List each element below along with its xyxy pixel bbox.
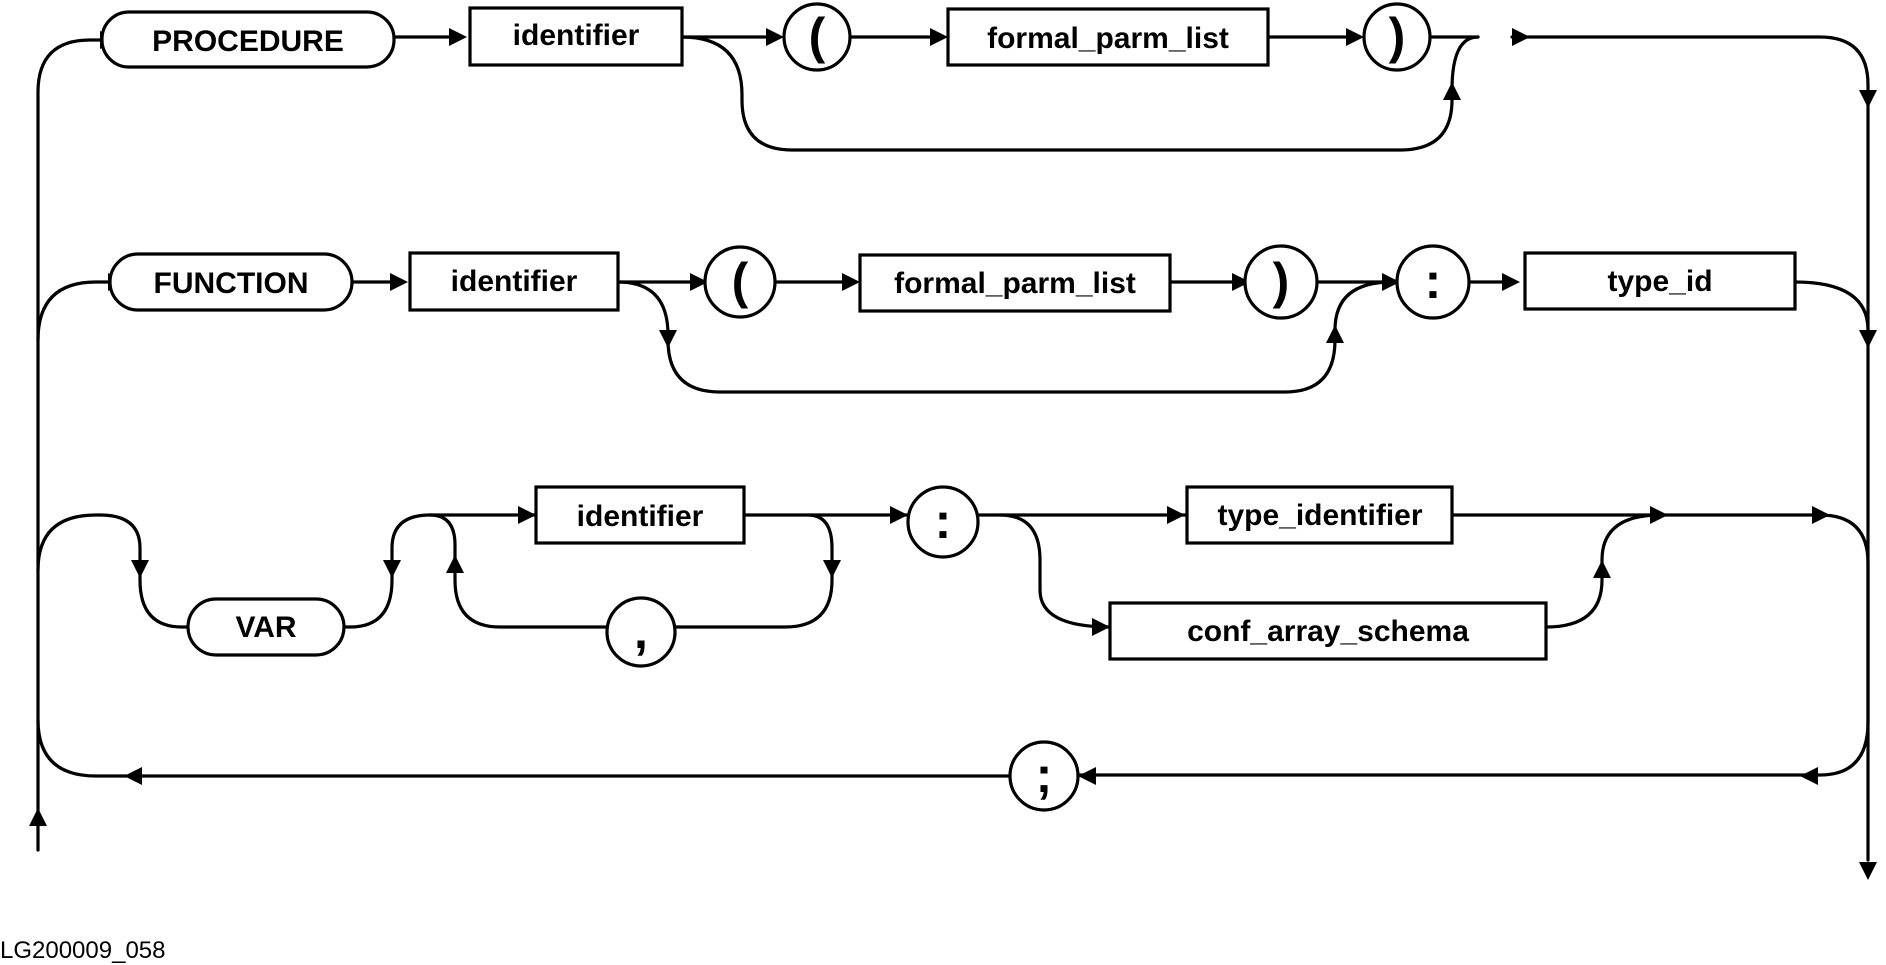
procedure-keyword-label: PROCEDURE bbox=[152, 25, 344, 58]
arrow-right-icon bbox=[842, 273, 860, 291]
function-colon-label: : bbox=[1425, 253, 1442, 309]
function-keyword-node bbox=[108, 252, 354, 312]
conf-array-schema-label: conf_array_schema bbox=[1187, 615, 1469, 648]
separator-group: ; bbox=[1008, 740, 1080, 812]
arrow-up-icon bbox=[1593, 560, 1611, 578]
arrow-right-icon bbox=[1346, 28, 1364, 46]
arrow-right-icon bbox=[930, 28, 948, 46]
left-rail bbox=[36, 38, 104, 852]
arrow-right-icon bbox=[1650, 506, 1668, 524]
procedure-identifier-box bbox=[468, 6, 684, 67]
function-identifier-box bbox=[408, 251, 620, 312]
arrow-right-icon bbox=[1092, 618, 1110, 636]
type-identifier-box bbox=[1185, 485, 1454, 545]
arrow-right-icon bbox=[518, 506, 536, 524]
arrow-up-icon bbox=[1443, 82, 1461, 100]
function-open-paren-node bbox=[703, 245, 777, 319]
arrow-up-icon bbox=[446, 555, 464, 573]
function-open-paren-label: ( bbox=[732, 253, 749, 309]
arrow-right-icon bbox=[1502, 273, 1520, 291]
arrow-left-icon bbox=[1078, 767, 1096, 785]
procedure-row: PROCEDURE identifier ( formal_parm_list … bbox=[100, 2, 1432, 72]
arrow-down-icon bbox=[1859, 862, 1877, 880]
diagram-lines bbox=[36, 35, 1870, 862]
arrow-up-icon bbox=[1326, 325, 1344, 343]
arrow-down-icon bbox=[1859, 330, 1877, 348]
function-result-type-label: type_id bbox=[1607, 265, 1712, 298]
arrow-right-icon bbox=[1812, 506, 1830, 524]
procedure-open-paren-label: ( bbox=[809, 8, 826, 64]
variable-comma-node bbox=[605, 596, 677, 668]
arrow-up-icon bbox=[29, 808, 47, 826]
conf-array-schema-box bbox=[1108, 601, 1548, 661]
arrow-down-icon bbox=[823, 560, 841, 578]
var-keyword-label: VAR bbox=[235, 611, 296, 644]
figure-code: LG200009_058 bbox=[0, 937, 166, 964]
function-row: FUNCTION identifier ( formal_parm_list )… bbox=[108, 244, 1797, 320]
function-close-paren-label: ) bbox=[1273, 253, 1290, 309]
arrow-right-icon bbox=[890, 506, 908, 524]
right-rail bbox=[1510, 35, 1870, 862]
arrow-right-icon bbox=[690, 273, 708, 291]
variable-comma-label: , bbox=[634, 603, 648, 659]
function-identifier-label: identifier bbox=[451, 265, 578, 298]
procedure-close-paren-label: ) bbox=[1389, 8, 1406, 64]
variable-identifier-box bbox=[534, 485, 746, 545]
function-keyword-label: FUNCTION bbox=[154, 267, 309, 300]
function-colon-node bbox=[1395, 244, 1471, 320]
arrow-left-icon bbox=[124, 767, 142, 785]
arrow-down-icon bbox=[1859, 90, 1877, 108]
variable-identifier-label: identifier bbox=[577, 500, 704, 533]
type-identifier-label: type_identifier bbox=[1217, 499, 1422, 532]
arrow-right-icon bbox=[390, 273, 408, 291]
procedure-keyword-node bbox=[100, 10, 396, 69]
procedure-params-box bbox=[946, 7, 1270, 67]
semicolon-separator-node bbox=[1008, 740, 1080, 812]
arrow-right-icon bbox=[449, 28, 467, 46]
arrow-down-icon bbox=[383, 560, 401, 578]
function-result-type-box bbox=[1523, 251, 1797, 311]
diagram-arrows bbox=[29, 28, 1877, 880]
variable-colon-label: : bbox=[935, 493, 952, 549]
arrow-right-icon bbox=[1382, 273, 1400, 291]
arrow-right-icon bbox=[1167, 506, 1185, 524]
procedure-close-paren-node bbox=[1362, 2, 1432, 72]
variable-colon-node bbox=[906, 485, 980, 559]
procedure-identifier-label: identifier bbox=[513, 19, 640, 52]
function-params-label: formal_parm_list bbox=[894, 267, 1136, 300]
procedure-open-paren-node bbox=[782, 2, 852, 72]
arrow-left-icon bbox=[1800, 767, 1818, 785]
function-params-box bbox=[858, 253, 1172, 313]
function-close-paren-node bbox=[1243, 244, 1319, 320]
arrow-down-icon bbox=[131, 560, 149, 578]
variable-row: VAR identifier , : type_identifier conf_… bbox=[186, 485, 1548, 668]
arrow-right-icon bbox=[1232, 273, 1250, 291]
procedure-params-label: formal_parm_list bbox=[987, 22, 1229, 55]
arrow-right-icon bbox=[1512, 28, 1530, 46]
semicolon-separator-label: ; bbox=[1036, 747, 1053, 803]
var-keyword-node bbox=[186, 597, 346, 657]
arrow-right-icon bbox=[766, 28, 784, 46]
arrow-down-icon bbox=[659, 330, 677, 348]
